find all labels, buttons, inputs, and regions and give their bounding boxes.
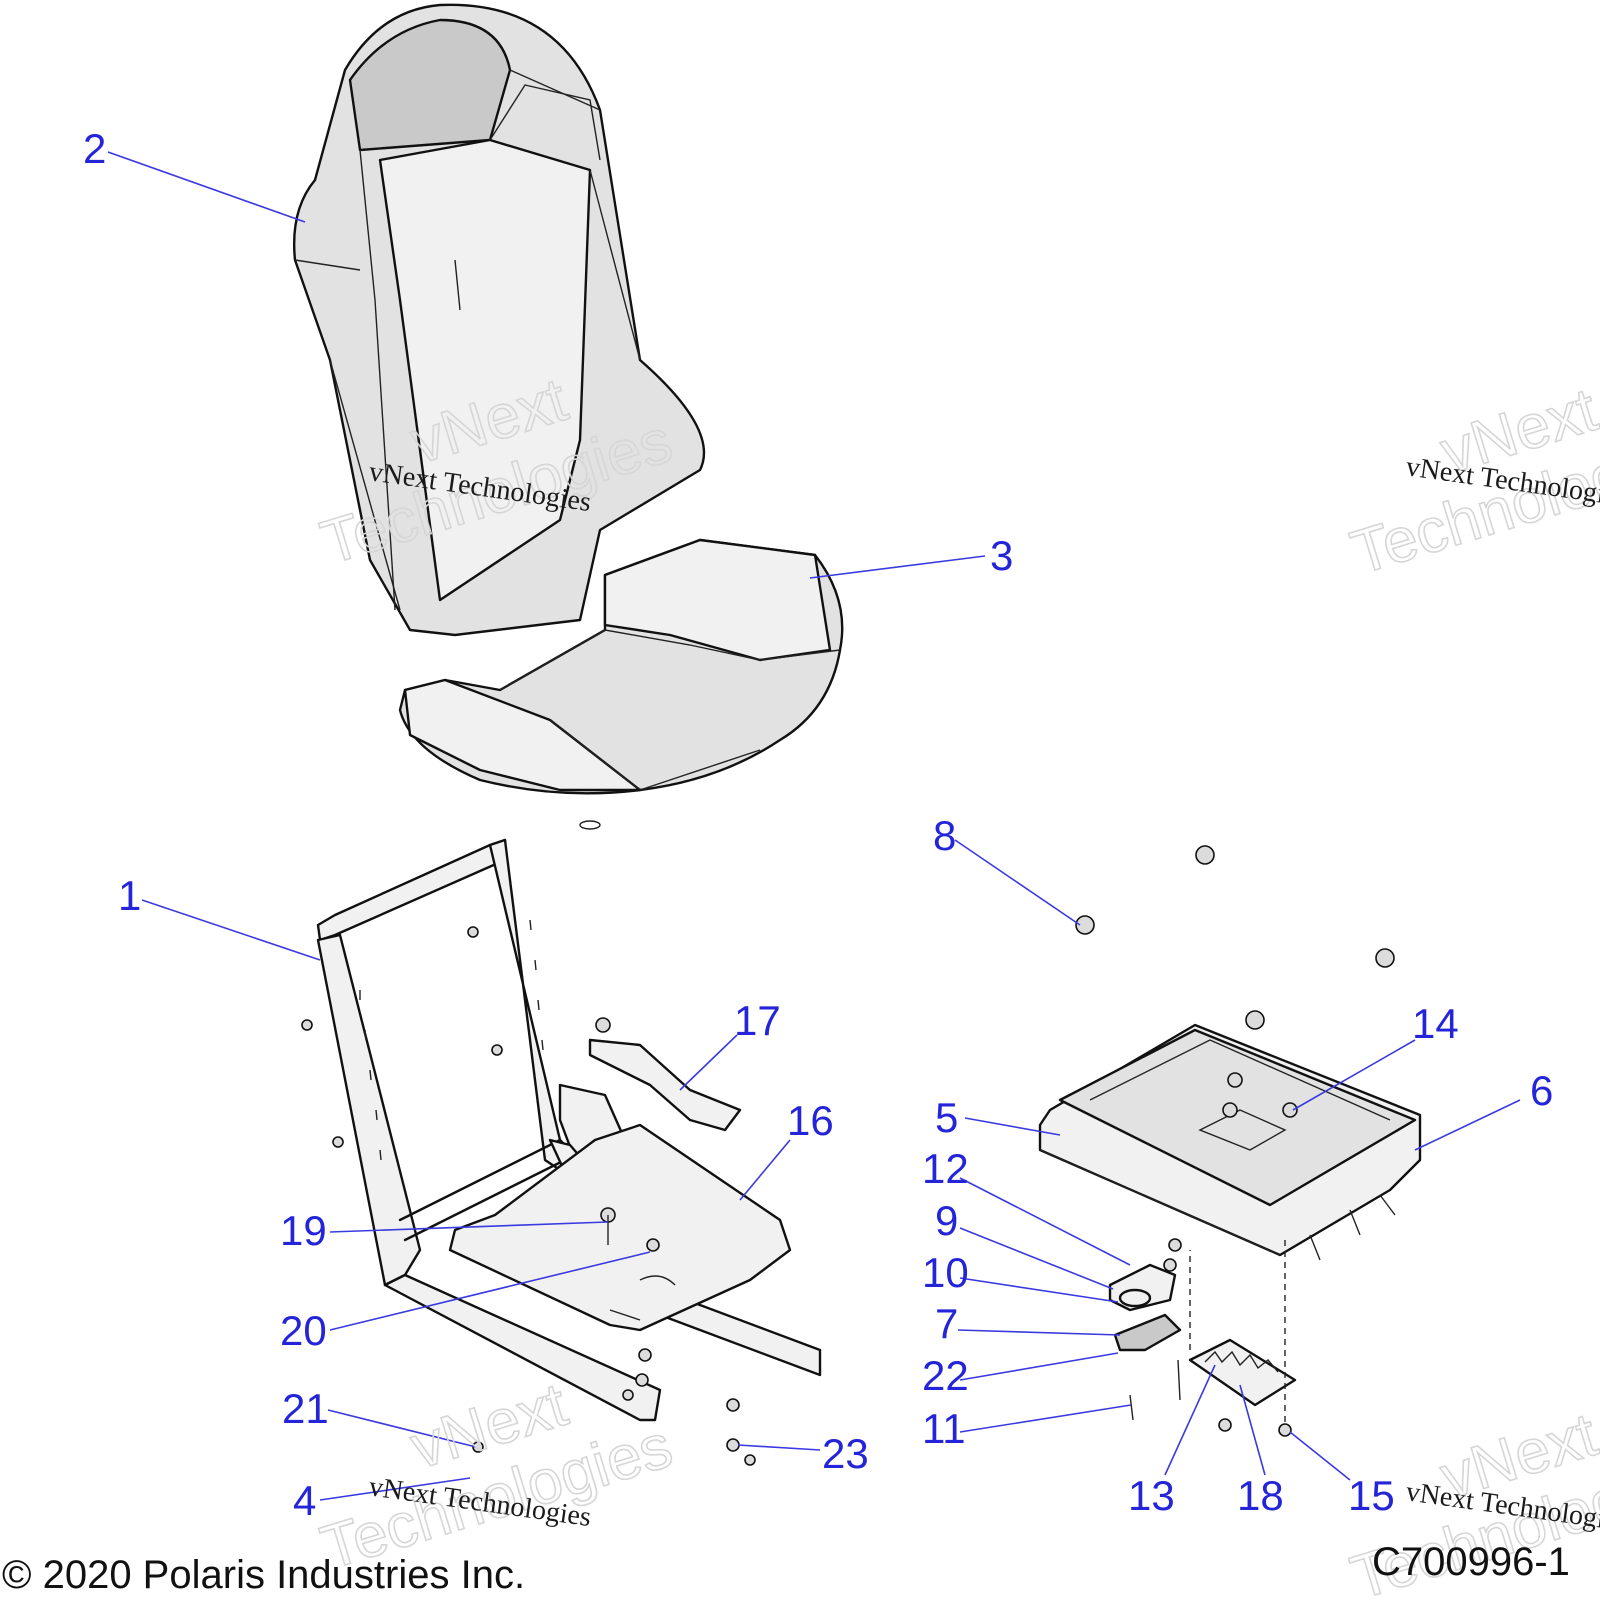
callout-10: 10 — [922, 1249, 969, 1296]
callout-19: 19 — [280, 1207, 327, 1254]
callout-22: 22 — [922, 1352, 969, 1399]
drawing-code: C700996-1 — [1372, 1540, 1570, 1584]
callout-15: 15 — [1348, 1472, 1395, 1519]
callout-12: 12 — [922, 1145, 969, 1192]
leader-lines — [107, 151, 1521, 1501]
hardware — [301, 845, 1395, 1466]
callout-5: 5 — [935, 1094, 958, 1141]
callout-14: 14 — [1412, 1000, 1459, 1047]
callout-7: 7 — [935, 1300, 958, 1347]
callout-8: 8 — [933, 812, 956, 859]
callout-3: 3 — [990, 532, 1013, 579]
callout-2: 2 — [83, 125, 106, 172]
latch-assembly — [1108, 1240, 1297, 1430]
mount-plate-16 — [448, 1123, 792, 1332]
callout-20: 20 — [280, 1307, 327, 1354]
bracket-17 — [588, 1038, 742, 1132]
callout-21: 21 — [282, 1385, 329, 1432]
seat-back — [293, 3, 706, 637]
callout-1: 1 — [118, 872, 141, 919]
callout-17: 17 — [734, 997, 781, 1044]
callout-18: 18 — [1237, 1472, 1284, 1519]
seat-frame — [316, 838, 822, 1422]
callout-9: 9 — [935, 1197, 958, 1244]
callout-4: 4 — [293, 1477, 316, 1524]
seat-base-5-6 — [1038, 1023, 1422, 1261]
callout-16: 16 — [787, 1097, 834, 1144]
callout-6: 6 — [1530, 1067, 1553, 1114]
callout-23: 23 — [822, 1430, 869, 1477]
callout-11: 11 — [922, 1405, 966, 1452]
copyright-text: © 2020 Polaris Industries Inc. — [2, 1553, 525, 1597]
callout-numbers: 2 3 1 8 17 16 14 6 5 12 9 10 7 22 11 13 … — [83, 125, 1553, 1524]
seat-bottom — [398, 538, 844, 830]
callout-13: 13 — [1128, 1472, 1175, 1519]
